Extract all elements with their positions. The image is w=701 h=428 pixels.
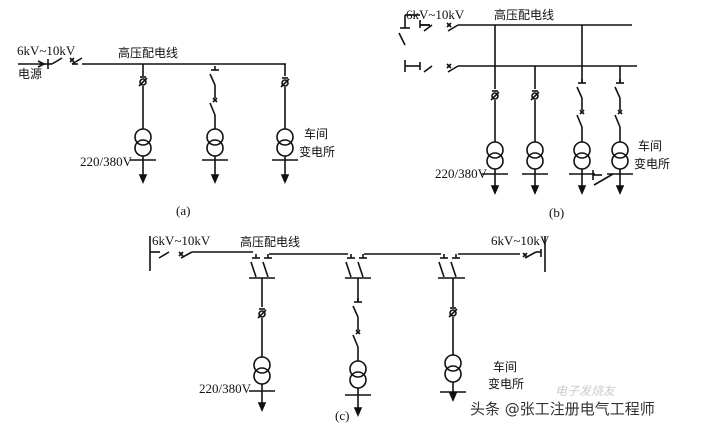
c-lv-label: 220/380V	[199, 381, 252, 396]
transformer-lv-winding	[206, 139, 224, 157]
fuse-icon	[531, 92, 539, 100]
switch-blade	[423, 65, 433, 73]
arrow-down-icon	[138, 174, 148, 185]
transformer-hv-winding	[253, 356, 271, 374]
b-bus-label: 高压配电线	[494, 7, 554, 22]
arrow-down-icon	[353, 407, 363, 418]
transformer-hv-winding	[526, 141, 544, 159]
arrow-down-icon	[530, 185, 540, 196]
switch-blade	[51, 57, 63, 65]
breaker-mark	[355, 329, 361, 335]
transformer-lv-winding	[444, 365, 462, 383]
transformer-hv-winding	[444, 354, 462, 372]
fuse-icon	[258, 310, 266, 318]
breaker-blade	[576, 114, 583, 128]
arrow-down-icon	[448, 392, 458, 403]
arrow-down-icon	[577, 185, 587, 196]
transformer-lv-winding	[486, 152, 504, 170]
breaker-mark	[212, 97, 218, 103]
c-substation-label-2: 变电所	[488, 376, 524, 391]
fuse-icon	[281, 79, 289, 87]
a-substation-label-1: 车间	[304, 126, 328, 141]
breaker-blade	[352, 334, 359, 348]
b-voltage-label: 6kV~10kV	[406, 7, 465, 22]
disconnector-blade	[398, 32, 406, 46]
arrow-down-icon	[280, 174, 290, 185]
fuse-icon	[491, 92, 499, 100]
b-caption: (b)	[549, 205, 564, 220]
disconnector-blade	[209, 73, 216, 86]
c-bus-label: 高压配电线	[240, 234, 300, 249]
b-substation-label-1: 车间	[638, 138, 662, 153]
breaker-mark	[446, 22, 452, 28]
switch-blade	[423, 24, 433, 32]
breaker-mark	[446, 63, 452, 69]
breaker-blade	[209, 102, 216, 116]
transformer-hv-winding	[611, 141, 629, 159]
disconnector-blade	[438, 261, 445, 278]
c-substation-label-1: 车间	[493, 359, 517, 374]
transformer-hv-winding	[206, 128, 224, 146]
arrow-down-icon	[490, 185, 500, 196]
c-caption: (c)	[335, 408, 349, 423]
a-lv-label: 220/380V	[80, 154, 133, 169]
switch-blade	[524, 251, 537, 259]
transformer-lv-winding	[611, 152, 629, 170]
c-voltage-right-label: 6kV~10kV	[491, 233, 550, 248]
breaker-blade	[614, 114, 621, 128]
a-voltage-label: 6kV~10kV	[17, 43, 76, 58]
b-substation-label-2: 变电所	[634, 156, 670, 171]
fuse-icon	[449, 309, 457, 317]
disconnector-blade	[262, 261, 269, 278]
transformer-hv-winding	[134, 128, 152, 146]
transformer-hv-winding	[486, 141, 504, 159]
disconnector-blade	[450, 261, 457, 278]
transformer-hv-winding	[573, 141, 591, 159]
transformer-lv-winding	[253, 367, 271, 385]
switch-blade	[180, 251, 193, 259]
transformer-lv-winding	[349, 371, 367, 389]
breaker-mark	[617, 109, 623, 115]
a-caption: (a)	[176, 203, 190, 218]
disconnector-blade	[576, 86, 583, 99]
fuse-icon	[139, 78, 147, 86]
disconnector-blade	[250, 261, 257, 278]
transformer-lv-winding	[573, 152, 591, 170]
switch-blade	[447, 65, 459, 73]
tie-switch-blade	[593, 173, 614, 186]
breaker-mark	[69, 57, 75, 63]
disconnector-blade	[614, 86, 621, 99]
arrow-down-icon	[257, 402, 267, 413]
breaker-mark	[178, 251, 184, 257]
a-bus-label: 高压配电线	[118, 45, 178, 60]
breaker-mark	[579, 109, 585, 115]
diagram-lines	[18, 14, 637, 418]
transformer-hv-winding	[349, 360, 367, 378]
b-lv-label: 220/380V	[435, 166, 488, 181]
arrow-down-icon	[615, 185, 625, 196]
transformer-hv-winding	[276, 128, 294, 146]
disconnector-blade	[357, 261, 364, 278]
disconnector-blade	[352, 305, 359, 318]
breaker-mark	[522, 252, 528, 258]
c-voltage-left-label: 6kV~10kV	[152, 233, 211, 248]
transformer-lv-winding	[526, 152, 544, 170]
a-source-label: 电源	[18, 67, 42, 81]
arrow-down-icon	[210, 174, 220, 185]
a-substation-label-2: 变电所	[299, 144, 335, 159]
transformer-lv-winding	[276, 139, 294, 157]
switch-blade	[447, 24, 459, 32]
switch-blade	[71, 57, 83, 65]
switch-blade	[158, 251, 170, 259]
faint-watermark: 电子发烧友	[555, 384, 617, 398]
watermark: 头条 @张工注册电气工程师	[470, 400, 655, 418]
disconnector-blade	[345, 261, 352, 278]
transformer-lv-winding	[134, 139, 152, 157]
